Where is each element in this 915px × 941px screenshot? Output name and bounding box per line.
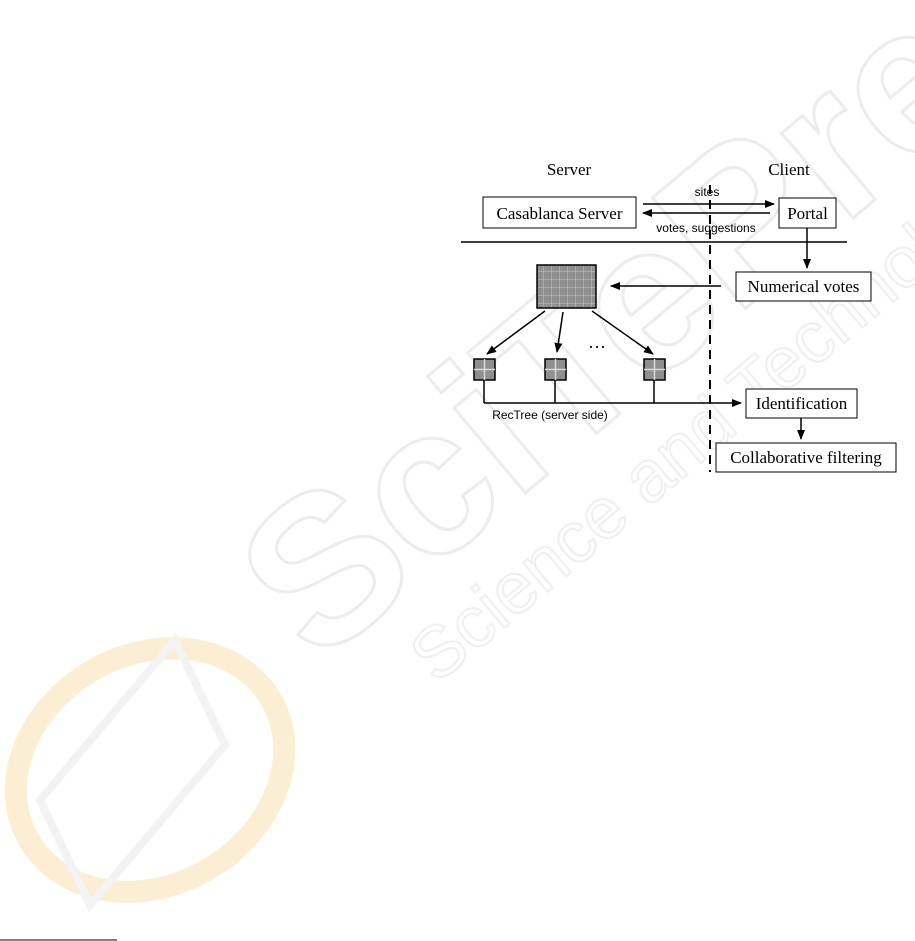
more-clusters-ellipsis: … <box>588 332 606 352</box>
server-header: Server <box>547 160 592 179</box>
collaborative-filtering-label: Collaborative filtering <box>730 448 882 467</box>
numerical-votes-node: Numerical votes <box>736 272 871 301</box>
rectree-bracket <box>484 380 741 403</box>
casablanca-server-node: Casablanca Server <box>483 197 636 228</box>
portal-node: Portal <box>779 198 836 228</box>
client-header: Client <box>768 160 810 179</box>
identification-node: Identification <box>746 389 857 418</box>
votes-suggestions-label: votes, suggestions <box>656 221 755 235</box>
portal-label: Portal <box>787 204 828 223</box>
cluster-matrix-2-icon <box>545 359 566 380</box>
matrix-to-cluster-1-arrow <box>487 311 545 354</box>
sites-label: sites <box>695 185 720 199</box>
collaborative-filtering-node: Collaborative filtering <box>716 443 896 472</box>
rectree-label: RecTree (server side) <box>492 408 608 422</box>
numerical-votes-label: Numerical votes <box>748 277 860 296</box>
casablanca-server-label: Casablanca Server <box>496 204 622 223</box>
cluster-matrix-3-icon <box>644 359 665 380</box>
matrix-to-cluster-2-arrow <box>557 312 563 352</box>
ratings-matrix-icon <box>537 265 596 308</box>
identification-label: Identification <box>756 394 848 413</box>
cluster-matrix-1-icon <box>474 359 495 380</box>
